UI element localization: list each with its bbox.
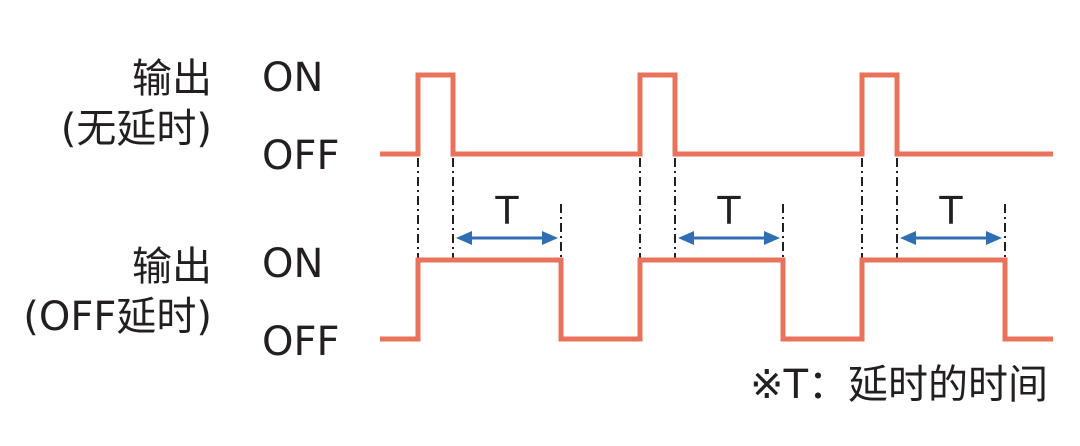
delay-label-t: T xyxy=(938,189,963,233)
arrow-head-right xyxy=(764,231,780,245)
arrow-head-right xyxy=(986,231,1002,245)
arrow-head-left xyxy=(900,231,916,245)
output-label-line2: (OFF延时) xyxy=(23,294,212,340)
arrow-head-left xyxy=(678,231,694,245)
output-no-delay-label: 输出 (无延时) xyxy=(61,54,212,154)
delay-time-note: ※T：延时的时间 xyxy=(750,362,1048,408)
output-label-line1: 输出 xyxy=(132,244,212,290)
waveform-off-delay xyxy=(380,257,1053,342)
output-off-delay-label: 输出 (OFF延时) xyxy=(23,242,212,342)
output-label-line1: 输出 xyxy=(132,56,212,102)
state-on-label-row1: ON xyxy=(262,55,324,101)
arrow-head-right xyxy=(542,231,558,245)
arrow-head-left xyxy=(456,231,472,245)
state-on-label-row2: ON xyxy=(262,241,324,287)
waveform-no-delay xyxy=(380,72,1053,157)
state-off-label-row2: OFF xyxy=(262,319,340,365)
output-label-line2: (无延时) xyxy=(60,106,212,152)
dash-dot-guides xyxy=(417,158,1006,258)
delay-label-t: T xyxy=(716,189,741,233)
state-off-label-row1: OFF xyxy=(262,133,340,179)
delay-label-t: T xyxy=(494,189,519,233)
